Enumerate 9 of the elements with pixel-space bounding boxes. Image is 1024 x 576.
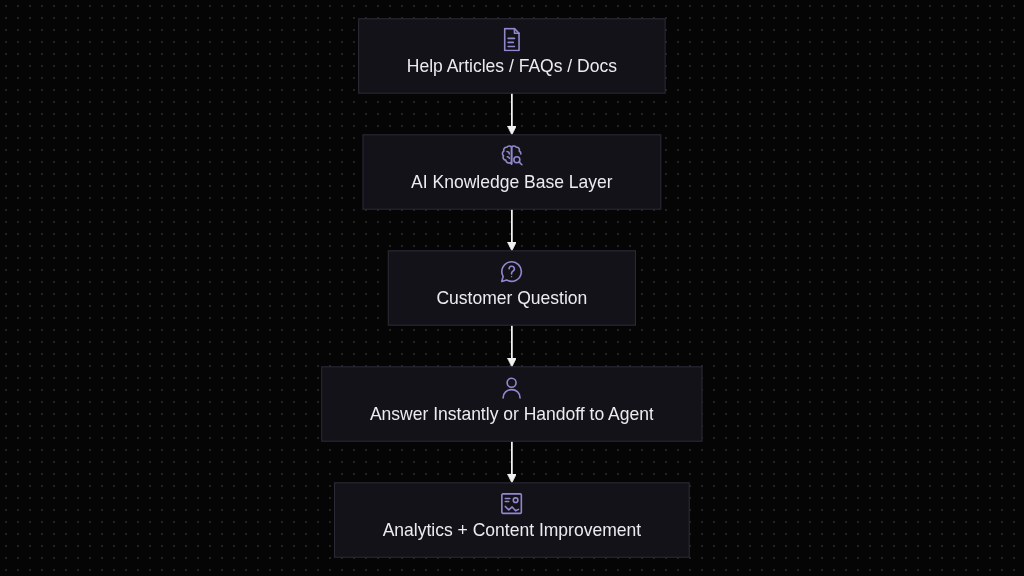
node-box: Customer Question [387, 250, 637, 326]
arrow [507, 324, 517, 368]
node-box: Answer Instantly or Handoff to Agent [321, 366, 703, 442]
arrow [507, 208, 517, 252]
node-box: Analytics + Content Improvement [334, 482, 690, 558]
node-box: AI Knowledge Base Layer [362, 134, 662, 210]
node-box: Help Articles / FAQs / Docs [358, 18, 666, 94]
arrow [507, 92, 517, 136]
arrow [507, 440, 517, 484]
